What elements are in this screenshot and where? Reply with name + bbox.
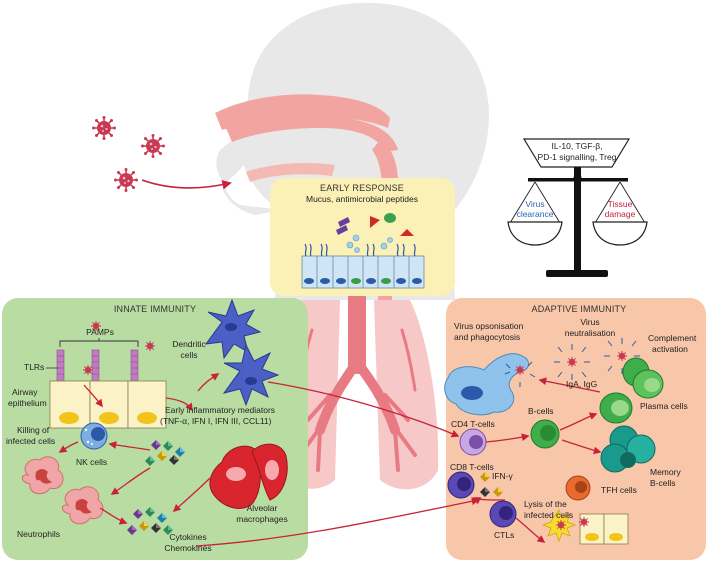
- early-epithelium: [301, 213, 425, 289]
- tissue-damage-line1: Tissue: [607, 199, 633, 209]
- memory-line1: Memory: [650, 467, 681, 477]
- iga-igg-label: IgA, IgG: [566, 379, 598, 389]
- lysis-line2: infected cells: [524, 510, 574, 520]
- virus-clearance-line1: Virus: [525, 199, 545, 209]
- alveolar-macrophages: [209, 443, 288, 509]
- cytokines-line2: Chemokines: [164, 543, 212, 553]
- tlr-signal-arrow: [83, 384, 103, 408]
- ifn-gamma-label: IFN-γ: [492, 471, 513, 481]
- pamps-bracket: [59, 338, 139, 347]
- pamps-label: PAMPs: [86, 327, 114, 337]
- killing-line1: Killing of: [17, 425, 50, 435]
- tissue-damage-line2: damage: [604, 209, 636, 219]
- alveolar-line1: Alveolar: [246, 503, 278, 513]
- opsonisation-line1: Virus opsonisation: [454, 321, 524, 331]
- killing-line2: infected cells: [6, 436, 56, 446]
- innate-title: INNATE IMMUNITY: [113, 304, 197, 314]
- phagocyte: [444, 353, 529, 416]
- airway-epithelium-line2: epithelium: [8, 398, 47, 408]
- neutrophils: [21, 456, 104, 525]
- dendritic-line2: cells: [180, 350, 198, 360]
- lysed-infected-cells: [541, 509, 629, 545]
- ctls-label: CTLs: [494, 530, 515, 540]
- airborne-viruses: [91, 115, 166, 193]
- ctl-cell: [489, 500, 517, 528]
- nk-cell: [80, 422, 108, 450]
- adaptive-title: ADAPTIVE IMMUNITY: [531, 304, 627, 314]
- airway-epithelium-line1: Airway: [12, 387, 38, 397]
- dendritic-cells: [204, 298, 280, 407]
- innate-arrows: [58, 373, 220, 525]
- cross-panel-arrows: [195, 381, 480, 547]
- tlr-receptor-stripes: [57, 355, 138, 375]
- inhalation-arrow: [141, 179, 232, 190]
- tlrs-label: TLRs: [24, 362, 45, 372]
- early-response-subtitle: Mucus, antimicrobial peptides: [306, 194, 418, 204]
- cd8-label: CD8 T-cells: [450, 462, 494, 472]
- opsonisation-line2: and phagocytosis: [454, 332, 521, 342]
- neutralisation-line2: neutralisation: [564, 328, 616, 338]
- b-cell: [530, 419, 560, 449]
- balance-scale: [507, 138, 648, 277]
- bcells-label: B-cells: [528, 406, 554, 416]
- plasma-label: Plasma cells: [640, 401, 688, 411]
- memory-line2: B-cells: [650, 478, 676, 488]
- complement-line1: Complement: [648, 333, 697, 343]
- balance-top-line2: PD-1 signalling, Treg: [537, 152, 617, 162]
- early-response-title: EARLY RESPONSE: [320, 183, 404, 193]
- neutrophils-label: Neutrophils: [17, 529, 60, 539]
- virus-clearance-line2: clearance: [516, 209, 554, 219]
- cd8-t-cell: [447, 471, 475, 499]
- tfh-cell: [565, 475, 591, 501]
- neutralisation-line1: Virus: [580, 317, 600, 327]
- lysis-line1: Lysis of the: [524, 499, 567, 509]
- complement-line2: activation: [652, 344, 688, 354]
- tfh-label: TFH cells: [601, 485, 637, 495]
- plasma-cells: [599, 357, 664, 424]
- airway-epithelium-cells: [49, 380, 167, 429]
- mediators-line2: (TNF-α, IFN I, IFN III, CCL11): [160, 416, 272, 426]
- cytokines-line1: Cytokines: [169, 532, 207, 542]
- adaptive-arrows: [472, 377, 602, 543]
- dendritic-line1: Dendritic: [172, 339, 206, 349]
- mediators-line1: Early inflammatory mediators: [165, 405, 276, 415]
- alveolar-line2: macrophages: [236, 514, 288, 524]
- memory-b-cells: [600, 425, 656, 473]
- balance-top-line1: IL-10, TGF-β,: [551, 141, 603, 151]
- nk-cells-label: NK cells: [76, 457, 108, 467]
- cd4-t-cell: [459, 428, 487, 456]
- cd4-label: CD4 T-cells: [451, 419, 495, 429]
